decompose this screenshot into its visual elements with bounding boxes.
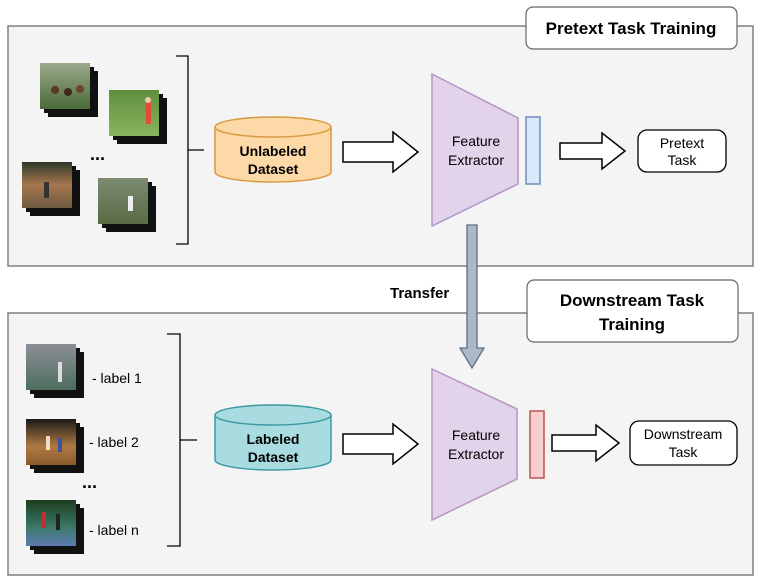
downstream-extractor-label-1: Feature — [452, 427, 500, 443]
pretext-bracket — [176, 55, 204, 245]
pretext-feature-extractor — [431, 72, 519, 228]
downstream-task-label-1: Downstream — [644, 426, 723, 442]
downstream-ellipsis: ... — [82, 472, 97, 492]
unlabeled-dataset-label-1: Unlabeled — [240, 143, 307, 159]
label-1-text: - label 1 — [92, 370, 142, 386]
labeled-dataset-cylinder — [214, 404, 332, 471]
downstream-bracket — [167, 333, 197, 547]
labeled-dataset-label-2: Dataset — [248, 449, 299, 465]
pretext-title: Pretext Task Training — [546, 19, 717, 38]
labeled-dataset-label-1: Labeled — [247, 431, 300, 447]
transfer-arrow — [458, 224, 486, 370]
unlabeled-dataset-cylinder — [214, 116, 332, 183]
downstream-task-label-2: Task — [669, 444, 699, 460]
video-stack-labeled-n — [26, 500, 84, 554]
pretext-task-label-2: Task — [668, 152, 698, 168]
arrow-to-pretext-task — [559, 131, 627, 171]
pretext-extractor-label-2: Extractor — [448, 152, 504, 168]
video-stack-labeled-1 — [26, 344, 84, 398]
downstream-feature-extractor — [431, 367, 518, 522]
arrow-dataset-to-extractor-bottom — [342, 422, 420, 466]
pretext-feature-vector — [525, 116, 541, 185]
pretext-task-label-1: Pretext — [660, 135, 704, 151]
pretext-task-box — [637, 129, 727, 173]
downstream-title-box — [526, 279, 739, 343]
pretext-title-box — [525, 6, 738, 50]
downstream-title-2: Training — [599, 315, 665, 334]
downstream-feature-vector — [529, 410, 545, 479]
label-2-text: - label 2 — [89, 434, 139, 450]
pretext-ellipsis: ... — [90, 144, 105, 164]
video-stack-track — [22, 162, 80, 216]
video-stack-baseball — [98, 178, 156, 232]
arrow-to-downstream-task — [551, 423, 621, 463]
downstream-extractor-label-2: Extractor — [448, 446, 504, 462]
arrow-dataset-to-extractor-top — [342, 130, 420, 174]
pretext-extractor-label-1: Feature — [452, 133, 500, 149]
unlabeled-dataset-label-2: Dataset — [248, 161, 299, 177]
video-stack-horse — [40, 63, 98, 117]
video-stack-golf — [109, 90, 167, 144]
transfer-label: Transfer — [390, 285, 449, 302]
label-n-text: - label n — [89, 522, 139, 538]
video-stack-labeled-2 — [26, 419, 84, 473]
downstream-task-box — [629, 420, 738, 466]
downstream-title-1: Downstream Task — [560, 291, 705, 310]
